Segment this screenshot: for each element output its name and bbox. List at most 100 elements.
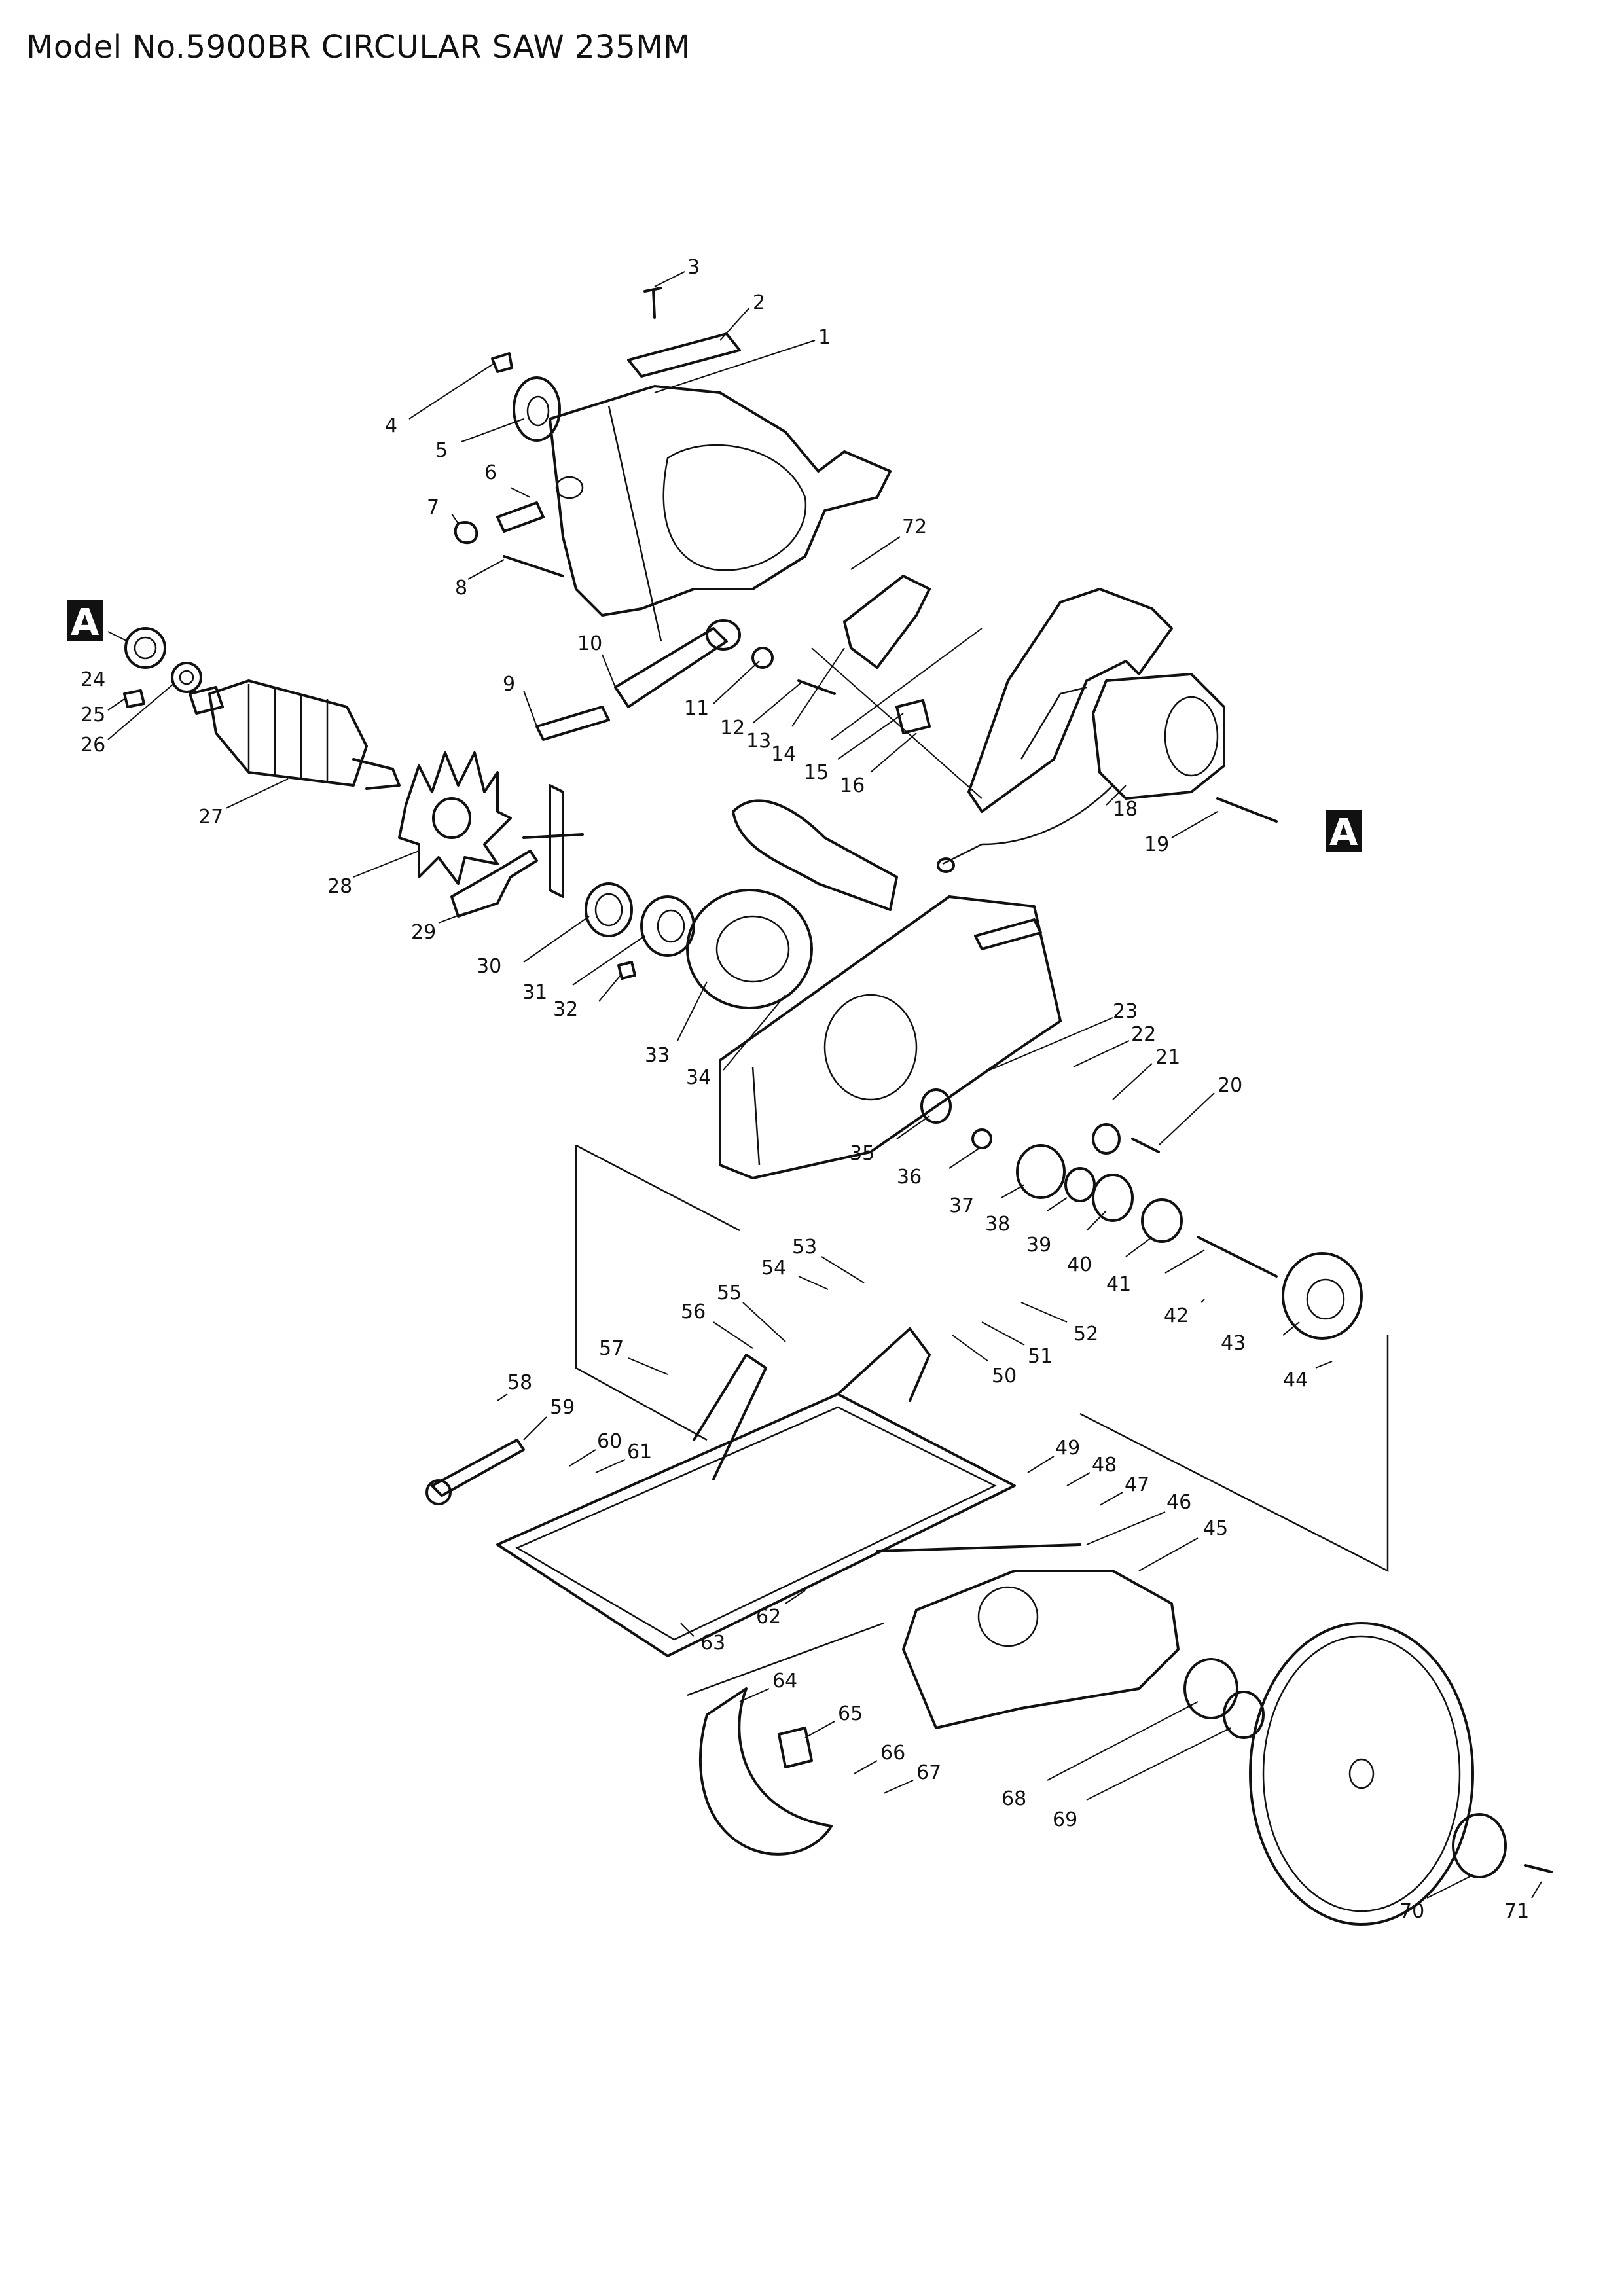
part-number-36: 36 <box>897 1166 922 1189</box>
part-number-58: 58 <box>507 1371 532 1394</box>
part-number-13: 13 <box>746 730 771 753</box>
part-number-2: 2 <box>753 291 765 314</box>
part-number-27: 27 <box>198 806 223 829</box>
part-number-23: 23 <box>1113 1000 1138 1023</box>
part-number-72: 72 <box>902 516 927 539</box>
frame-line-bottom <box>687 1622 884 1696</box>
part-number-42: 42 <box>1164 1304 1189 1327</box>
flange-69 <box>1223 1691 1265 1739</box>
frame-line-left <box>575 1145 708 1441</box>
gear-train <box>920 1088 1363 1340</box>
cord-lead <box>937 785 1113 873</box>
part-number-9: 9 <box>503 673 515 696</box>
pin-25 <box>123 689 145 708</box>
part-number-38: 38 <box>985 1213 1010 1236</box>
part-number-14: 14 <box>771 743 796 766</box>
part-number-49: 49 <box>1055 1437 1080 1460</box>
part-number-59: 59 <box>550 1396 575 1419</box>
part-number-61: 61 <box>627 1441 652 1463</box>
washer-26 <box>171 662 202 693</box>
part-number-69: 69 <box>1053 1808 1077 1831</box>
washer-68 <box>1183 1658 1238 1719</box>
part-number-71: 71 <box>1504 1900 1529 1923</box>
bearing-31 <box>640 895 695 957</box>
part-number-45: 45 <box>1203 1517 1228 1540</box>
base-plate <box>496 1327 1016 1657</box>
switch-lever-14 <box>843 575 931 669</box>
bearing-24 <box>124 627 166 669</box>
strain-relief-11 <box>751 647 774 669</box>
part-number-54: 54 <box>761 1257 786 1280</box>
callouts: 3 2 1 4 5 6 7 8 10 9 11 12 13 14 15 16 1… <box>81 256 1542 1923</box>
bolt-71 <box>1524 1864 1553 1873</box>
frame-line-top <box>575 1144 740 1232</box>
part-number-5: 5 <box>435 439 448 462</box>
part-number-46: 46 <box>1166 1491 1191 1514</box>
part-number-44: 44 <box>1283 1369 1308 1391</box>
lever-59 <box>425 1439 525 1505</box>
part-number-55: 55 <box>717 1282 742 1304</box>
part-number-62: 62 <box>756 1605 781 1628</box>
riving-knife-64 <box>699 1687 833 1856</box>
part-number-1: 1 <box>818 326 831 349</box>
rear-cap <box>491 352 561 442</box>
part-number-15: 15 <box>804 761 829 784</box>
diamond-blade <box>1249 1622 1474 1926</box>
screw-12 <box>797 679 836 695</box>
part-number-48: 48 <box>1092 1454 1117 1477</box>
part-number-30: 30 <box>477 955 501 978</box>
svg-text:A: A <box>1329 812 1358 854</box>
part-number-3: 3 <box>687 256 700 279</box>
part-number-67: 67 <box>916 1761 941 1784</box>
part-number-53: 53 <box>792 1236 817 1259</box>
part-number-4: 4 <box>385 414 397 437</box>
plate-65 <box>778 1727 813 1768</box>
cord-guard-10 <box>614 619 741 708</box>
part-number-12: 12 <box>720 717 745 740</box>
blade-guard <box>902 1570 1180 1729</box>
part-number-19: 19 <box>1144 833 1169 856</box>
part-number-24: 24 <box>81 668 105 691</box>
part-number-29: 29 <box>411 921 436 944</box>
part-number-64: 64 <box>772 1670 797 1693</box>
brush-holder <box>454 501 564 577</box>
handle-half <box>967 588 1173 813</box>
part-number-35: 35 <box>850 1142 875 1165</box>
part-number-52: 52 <box>1074 1323 1098 1346</box>
part-number-20: 20 <box>1218 1074 1242 1097</box>
motor-housing <box>549 385 892 642</box>
part-number-66: 66 <box>880 1742 905 1765</box>
spring-46 <box>876 1543 1081 1552</box>
page-title: Model No.5900BR CIRCULAR SAW 235MM <box>26 29 691 65</box>
part-number-70: 70 <box>1399 1900 1424 1923</box>
screw-top <box>643 287 662 319</box>
part-number-22: 22 <box>1131 1023 1156 1046</box>
fan <box>398 751 512 885</box>
switch-15 <box>895 699 931 734</box>
reference-mark-a-left: A <box>67 600 103 644</box>
pin-32 <box>617 961 636 980</box>
part-number-32: 32 <box>553 998 578 1021</box>
part-number-60: 60 <box>597 1430 622 1453</box>
part-number-40: 40 <box>1067 1253 1092 1276</box>
field <box>1092 673 1225 800</box>
screw-19 <box>1216 797 1278 823</box>
part-number-56: 56 <box>681 1300 706 1323</box>
armature <box>189 679 401 790</box>
reference-mark-a-right: A <box>1326 810 1362 854</box>
baffle-plate <box>450 784 584 918</box>
part-number-25: 25 <box>81 704 105 726</box>
part-number-33: 33 <box>645 1044 670 1067</box>
part-number-18: 18 <box>1113 798 1138 821</box>
part-number-47: 47 <box>1125 1473 1149 1496</box>
part-number-10: 10 <box>577 632 602 655</box>
part-number-8: 8 <box>455 577 467 600</box>
cord-9 <box>535 706 610 741</box>
part-number-63: 63 <box>700 1632 725 1655</box>
part-number-11: 11 <box>684 697 709 720</box>
part-number-37: 37 <box>949 1194 974 1217</box>
side-handle <box>732 799 898 911</box>
part-number-21: 21 <box>1155 1046 1180 1069</box>
part-number-51: 51 <box>1028 1345 1053 1368</box>
